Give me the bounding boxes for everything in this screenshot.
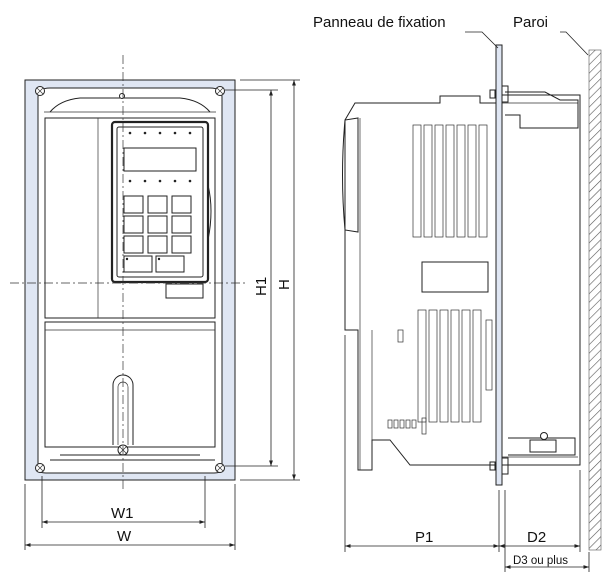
label-w: W bbox=[117, 528, 132, 545]
keypad bbox=[123, 195, 192, 273]
lcd-display bbox=[123, 147, 197, 172]
label-p1: P1 bbox=[415, 529, 433, 546]
front-view bbox=[10, 55, 248, 490]
nameplate bbox=[165, 283, 204, 299]
front-dimensions bbox=[24, 79, 300, 550]
lower-vents bbox=[397, 309, 493, 423]
label-mounting-panel: Panneau de fixation bbox=[313, 14, 446, 31]
operator-panel bbox=[110, 120, 212, 284]
wall bbox=[588, 49, 602, 551]
terminal-block bbox=[387, 417, 427, 435]
label-h: H bbox=[276, 279, 293, 290]
side-body bbox=[344, 95, 497, 471]
label-d3: D3 ou plus bbox=[513, 555, 568, 567]
label-h1: H1 bbox=[253, 277, 270, 296]
label-w1: W1 bbox=[111, 505, 134, 522]
side-view bbox=[342, 44, 602, 551]
label-d2: D2 bbox=[527, 529, 546, 546]
side-dimensions bbox=[344, 335, 590, 572]
side-label bbox=[421, 261, 489, 293]
mounting-panel bbox=[495, 44, 503, 486]
corner-screws bbox=[35, 86, 225, 473]
upper-vents bbox=[412, 124, 488, 238]
label-wall: Paroi bbox=[513, 14, 548, 31]
